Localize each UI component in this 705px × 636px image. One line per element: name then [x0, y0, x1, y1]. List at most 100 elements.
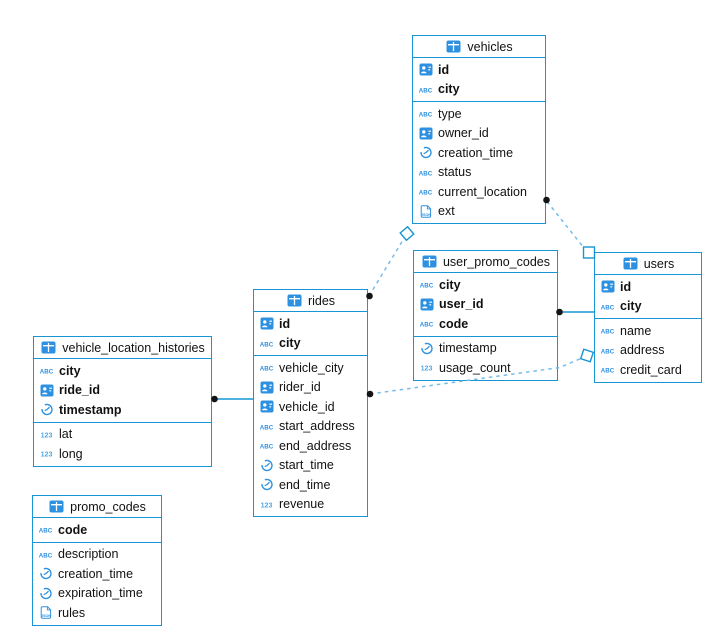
text-abc-icon: ABC	[258, 439, 275, 452]
column-label: ext	[438, 204, 455, 219]
column-label: vehicle_city	[279, 360, 344, 375]
column-row-ride_id[interactable]: ride_id	[34, 381, 211, 401]
column-row-address[interactable]: ABC address	[595, 341, 701, 361]
column-row-rider_id[interactable]: rider_id	[254, 378, 367, 398]
rel-vehicles-users	[543, 196, 596, 259]
column-row-city[interactable]: ABC city	[595, 297, 701, 317]
column-row-id[interactable]: id	[413, 60, 545, 80]
table-header-vehicle_location_histories[interactable]: vehicle_location_histories	[34, 337, 211, 359]
text-abc-icon: ABC	[258, 361, 275, 374]
svg-text:ABC: ABC	[420, 322, 434, 329]
column-label: city	[620, 299, 642, 314]
svg-text:ABC: ABC	[419, 87, 433, 94]
column-label: id	[620, 279, 632, 294]
svg-text:ABC: ABC	[419, 112, 433, 119]
rel-vehicle_location_histories-rides	[211, 395, 254, 403]
table-header-rides[interactable]: rides	[254, 290, 367, 312]
column-row-expiration_time[interactable]: expiration_time	[33, 584, 161, 604]
table-icon	[286, 294, 303, 307]
svg-text:ABC: ABC	[601, 304, 615, 311]
column-label: rules	[58, 605, 86, 620]
svg-text:123: 123	[41, 432, 53, 439]
table-header-users[interactable]: users	[595, 253, 701, 275]
column-row-vehicle_id[interactable]: vehicle_id	[254, 397, 367, 417]
column-row-id[interactable]: id	[254, 314, 367, 334]
column-label: city	[59, 363, 81, 378]
column-row-owner_id[interactable]: owner_id	[413, 124, 545, 144]
column-label: city	[439, 277, 461, 292]
column-label: description	[58, 547, 119, 562]
column-row-description[interactable]: ABC description	[33, 545, 161, 565]
table-header-user_promo_codes[interactable]: user_promo_codes	[414, 251, 557, 273]
column-label: city	[438, 82, 460, 97]
column-label: lat	[59, 427, 73, 442]
column-row-user_id[interactable]: user_id	[414, 295, 557, 315]
column-row-city[interactable]: ABC city	[413, 80, 545, 100]
text-abc-icon: ABC	[599, 300, 616, 313]
svg-text:ABC: ABC	[260, 424, 274, 431]
id-badge-icon	[599, 280, 616, 293]
text-abc-icon: ABC	[599, 344, 616, 357]
column-row-vehicle_city[interactable]: ABC vehicle_city	[254, 358, 367, 378]
columns-section: ABC description creation_time expiration_ti…	[33, 541, 161, 625]
column-label: credit_card	[620, 362, 682, 377]
column-row-city[interactable]: ABC city	[414, 275, 557, 295]
table-header-vehicles[interactable]: vehicles	[413, 36, 545, 58]
column-row-timestamp[interactable]: timestamp	[414, 339, 557, 359]
column-row-timestamp[interactable]: timestamp	[34, 400, 211, 420]
svg-text:JSON: JSON	[420, 213, 431, 217]
column-row-id[interactable]: id	[595, 277, 701, 297]
text-abc-icon: ABC	[258, 420, 275, 433]
table-header-promo_codes[interactable]: promo_codes	[33, 496, 161, 518]
table-icon	[40, 341, 57, 354]
column-row-ext[interactable]: JSON ext	[413, 202, 545, 222]
column-row-lat[interactable]: 123 lat	[34, 425, 211, 445]
json-icon: JSON	[37, 606, 54, 619]
column-label: expiration_time	[58, 586, 143, 601]
column-row-start_time[interactable]: start_time	[254, 456, 367, 476]
rel-line-rides-vehicles[interactable]	[368, 239, 404, 297]
column-row-creation_time[interactable]: creation_time	[413, 143, 545, 163]
rel-line-vehicles-users[interactable]	[546, 201, 585, 249]
clock-icon	[417, 146, 434, 159]
column-row-end_time[interactable]: end_time	[254, 475, 367, 495]
text-abc-icon: ABC	[418, 278, 435, 291]
column-row-rules[interactable]: JSON rules	[33, 603, 161, 623]
column-row-creation_time[interactable]: creation_time	[33, 564, 161, 584]
svg-text:ABC: ABC	[601, 348, 615, 355]
id-badge-icon	[417, 63, 434, 76]
svg-text:ABC: ABC	[39, 552, 53, 559]
column-label: timestamp	[439, 341, 497, 356]
column-label: name	[620, 323, 652, 338]
column-label: usage_count	[439, 360, 511, 375]
column-label: status	[438, 165, 472, 180]
column-label: revenue	[279, 497, 325, 512]
text-abc-icon: ABC	[258, 337, 275, 350]
column-label: address	[620, 343, 665, 358]
rel-endpoint-square	[399, 225, 415, 242]
